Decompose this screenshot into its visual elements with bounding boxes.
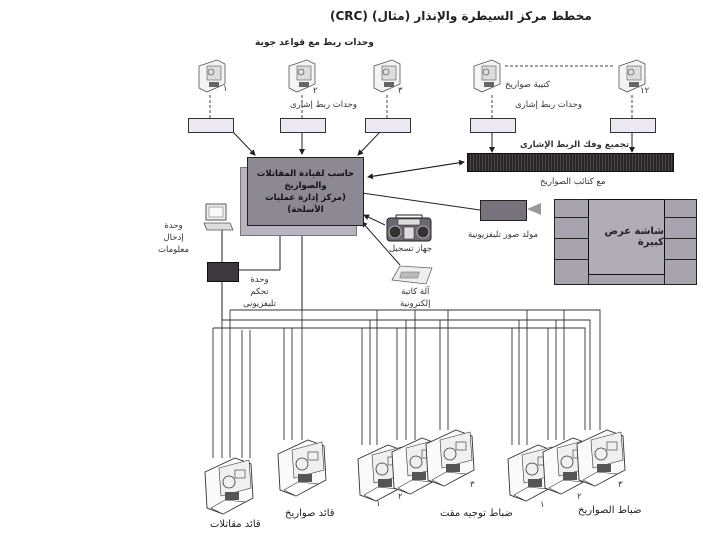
diagram-title: مخطط مركز السيطرة والإنذار (مثال) (CRC)	[330, 9, 592, 23]
console-number: ٣	[618, 480, 623, 490]
tv-control-label-line: وحدة	[250, 275, 269, 285]
link-unit-box	[610, 118, 656, 133]
tv-control-label-line: تليفزيونى	[243, 299, 276, 309]
typewriter-label-line: إلكترونية	[400, 299, 431, 309]
command-computer-box: حاسب لقيادة المقاتلات والصواريخ (مركز إد…	[247, 157, 364, 226]
screen-tile	[663, 259, 697, 285]
console-number: ١	[376, 499, 381, 509]
air-base-links-label: وحدات ربط مع قواعد جوية	[255, 38, 374, 48]
signal-aggregation-bus	[467, 153, 674, 172]
data-entry-computer-icon	[203, 203, 234, 231]
missile-commander-console	[277, 439, 327, 497]
big-screen-label: شاشة عرض كبيرة	[604, 226, 664, 248]
console-icon	[288, 59, 316, 93]
typewriter-label: آلة كاتبة إلكترونية	[400, 286, 431, 310]
missile-officers-label: ضباط الصواريخ	[578, 505, 642, 516]
fighter-directors-label: ضباط توجيه مقت	[440, 508, 513, 519]
missile-battalion-label: كتيبة صواريخ	[505, 80, 550, 90]
electronic-typewriter-icon	[391, 265, 433, 285]
link-unit-box	[365, 118, 411, 133]
camera-lens-icon	[527, 203, 541, 215]
with-missile-battalions-label: مع كتائب الصواريخ	[540, 177, 606, 187]
tv-control-label-line: تحكم	[250, 287, 269, 297]
fighter-commander-label: قائد مقاتلات	[210, 519, 261, 530]
console-number: ١٢	[640, 86, 650, 96]
signal-aggregation-label: تجميع وفك الربط الإشارى	[520, 140, 630, 150]
tv-control-label: وحدة تحكم تليفزيونى	[243, 274, 276, 310]
computer-label-line: حاسب لقيادة المقاتلات	[256, 168, 355, 179]
typewriter-label-line: آلة كاتبة	[401, 287, 430, 297]
fighter-director-console-3	[425, 429, 475, 487]
data-entry-label-line: إدخال	[163, 233, 184, 243]
console-number: ٢	[398, 492, 403, 502]
link-unit-box	[280, 118, 326, 133]
data-entry-label-line: وحدة	[164, 221, 183, 231]
data-entry-label: وحدة إدخال معلومات	[158, 220, 189, 256]
console-number: ٣	[470, 480, 475, 490]
signal-link-units-label-right: وحدات ربط إشارى	[515, 100, 582, 110]
recorder-label: جهاز تسجيل	[389, 244, 433, 254]
missile-officer-console-3	[576, 429, 626, 487]
tv-generator-label: مولد صور تليفزيونية	[468, 230, 539, 240]
computer-label-line: والصواريخ	[284, 180, 327, 191]
signal-link-units-label: وحدات ربط إشارى	[290, 100, 357, 110]
tv-control-unit-box	[207, 262, 239, 282]
fighter-commander-console	[204, 457, 254, 515]
tv-image-generator	[480, 200, 527, 221]
computer-label-line: (مركز إدارة عمليات الأسلحة)	[265, 192, 346, 215]
tape-recorder-icon	[386, 214, 432, 242]
console-icon	[618, 59, 646, 93]
missile-commander-label: قائد صواريخ	[285, 508, 335, 519]
console-number: ٢	[313, 86, 318, 96]
console-icon	[198, 59, 226, 93]
big-screen-main: شاشة عرض كبيرة	[588, 199, 665, 275]
link-unit-box	[188, 118, 234, 133]
console-number: ١	[223, 84, 228, 94]
link-unit-box	[470, 118, 516, 133]
console-number: ١	[540, 500, 545, 510]
data-entry-label-line: معلومات	[158, 245, 190, 255]
console-icon	[373, 59, 401, 93]
console-number: ٢	[577, 492, 582, 502]
console-icon	[473, 59, 501, 93]
screen-tile	[554, 259, 590, 285]
console-number: ٣	[398, 86, 403, 96]
